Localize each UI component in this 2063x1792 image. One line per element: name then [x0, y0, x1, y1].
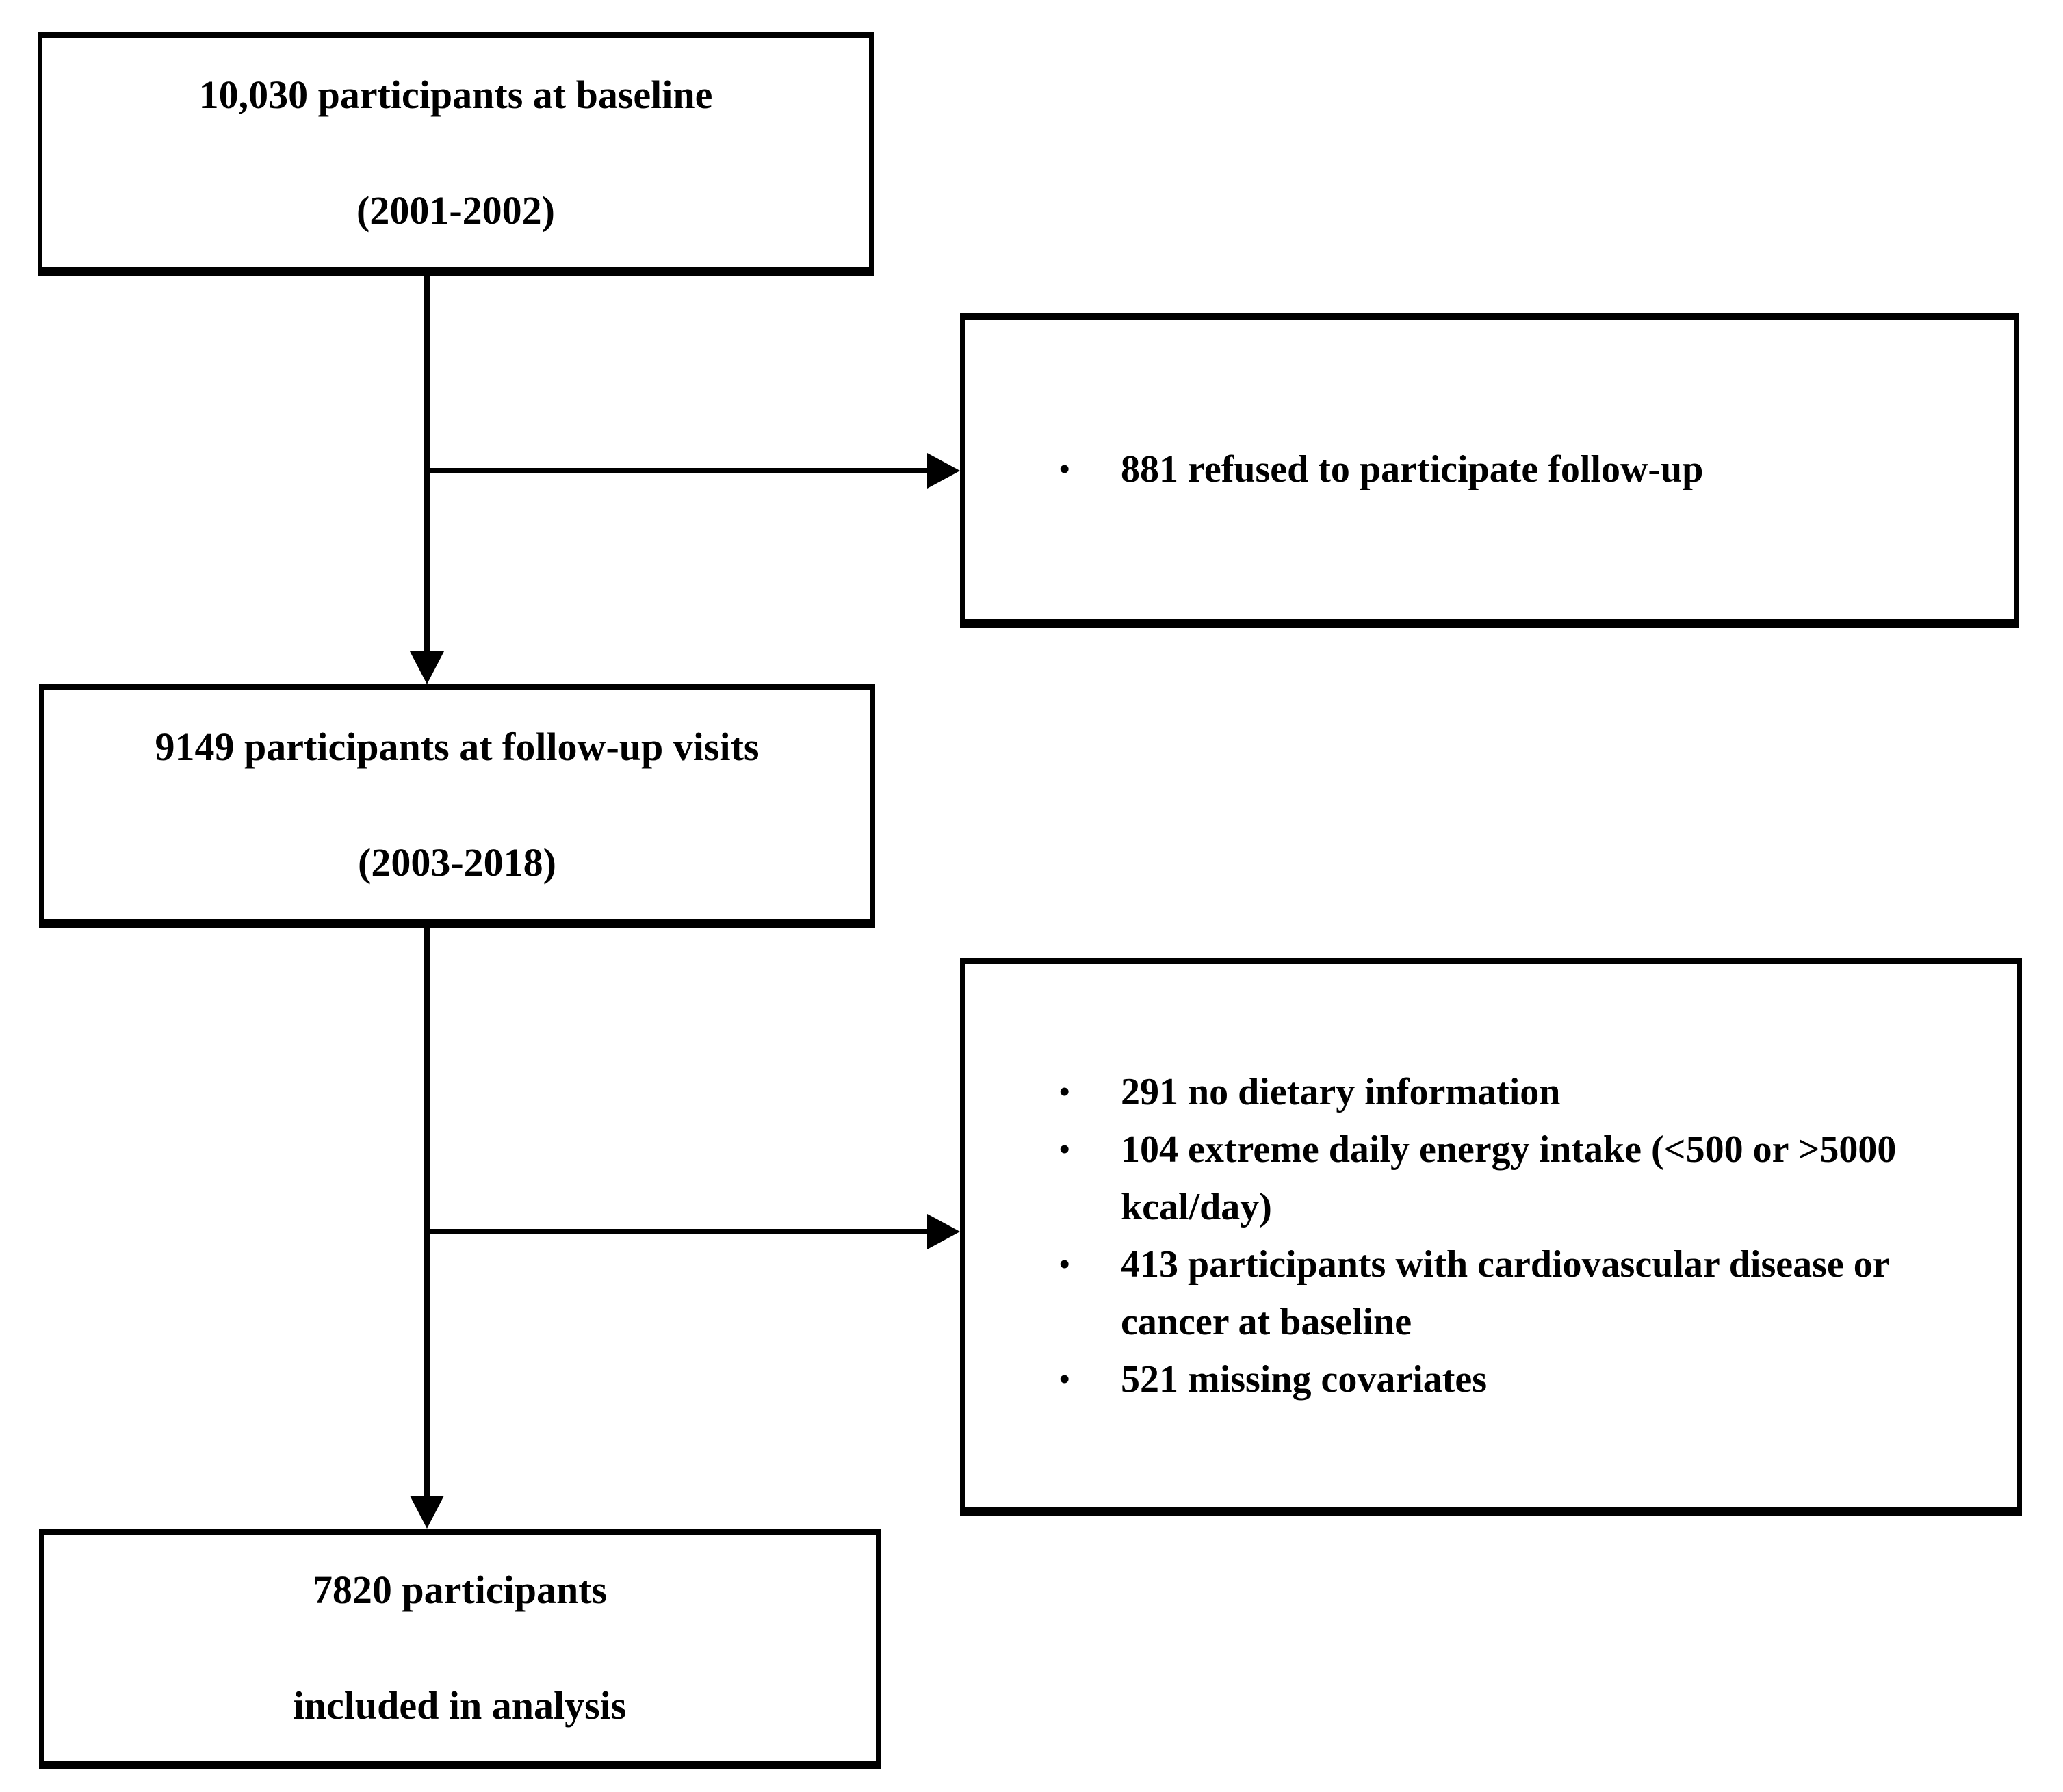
connector-branch-refused [427, 468, 929, 473]
baseline-years-text: (2001-2002) [356, 187, 555, 233]
exclusion-bullet-item: 104 extreme daily energy intake (<500 or… [965, 1121, 1928, 1236]
followup-years-text: (2003-2018) [358, 840, 556, 885]
arrow-right-icon [927, 1214, 960, 1249]
connector-followup-to-final [424, 927, 430, 1497]
analysis-count-text: 7820 participants [312, 1567, 608, 1612]
connector-branch-exclusions [427, 1229, 929, 1234]
refused-exclusion-box: 881 refused to participate follow-up [960, 313, 2019, 628]
refused-bullet-list: 881 refused to participate follow-up [965, 441, 2014, 498]
arrow-right-icon [927, 453, 960, 489]
followup-count-text: 9149 participants at follow-up visits [155, 724, 760, 769]
baseline-box: 10,030 participants at baseline (2001-20… [38, 32, 874, 276]
connector-baseline-to-followup [424, 276, 430, 653]
exclusion-bullet-item: 521 missing covariates [965, 1351, 1928, 1408]
exclusions-bullet-list: 291 no dietary information 104 extreme d… [965, 1063, 2017, 1408]
exclusion-bullet-item: 291 no dietary information [965, 1063, 1928, 1121]
arrow-down-icon [410, 1496, 444, 1529]
arrow-down-icon [410, 651, 444, 684]
exclusions-box: 291 no dietary information 104 extreme d… [960, 958, 2022, 1516]
refused-bullet-item: 881 refused to participate follow-up [965, 441, 1928, 498]
followup-box: 9149 participants at follow-up visits (2… [39, 684, 875, 928]
analysis-desc-text: included in analysis [293, 1683, 627, 1728]
exclusion-bullet-item: 413 participants with cardiovascular dis… [965, 1236, 1928, 1351]
baseline-count-text: 10,030 participants at baseline [198, 72, 713, 117]
analysis-box: 7820 participants included in analysis [39, 1529, 881, 1769]
